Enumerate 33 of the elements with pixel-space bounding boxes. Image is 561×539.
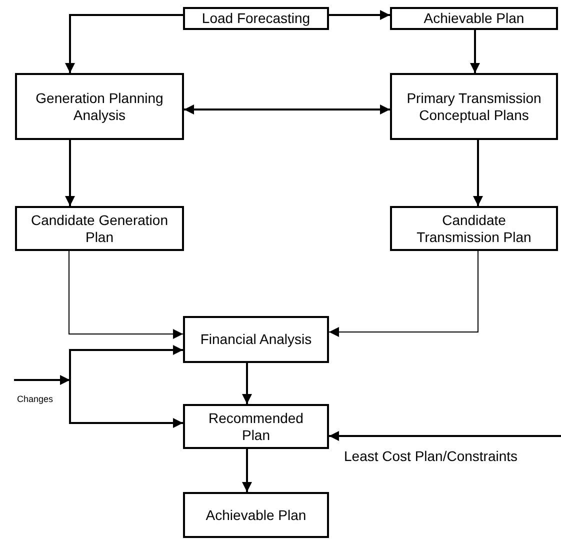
arrow bbox=[184, 104, 390, 114]
box-label: Recommended Plan bbox=[208, 410, 304, 444]
box-label: Load Forecasting bbox=[202, 10, 310, 27]
arrow bbox=[473, 140, 483, 206]
arrow bbox=[242, 449, 252, 492]
arrow bbox=[65, 14, 183, 73]
arrow bbox=[329, 431, 561, 441]
process-box bbox=[183, 492, 329, 538]
edge-label: Changes bbox=[17, 394, 54, 404]
box-label: Candidate Transmission Plan bbox=[416, 212, 532, 246]
process-box bbox=[183, 404, 329, 449]
arrow bbox=[329, 10, 390, 20]
box-label: Generation Planning Analysis bbox=[34, 90, 164, 124]
arrow bbox=[328, 250, 478, 337]
process-box bbox=[390, 73, 558, 140]
box-label: Candidate Generation Plan bbox=[31, 212, 168, 246]
process-box bbox=[390, 206, 558, 251]
arrow bbox=[14, 345, 183, 385]
arrow bbox=[242, 363, 252, 404]
arrow bbox=[65, 140, 75, 206]
process-box bbox=[183, 7, 329, 30]
arrow bbox=[69, 380, 183, 428]
process-box bbox=[390, 7, 558, 30]
process-box bbox=[183, 316, 329, 363]
box-label: Achievable Plan bbox=[206, 506, 306, 524]
process-box bbox=[15, 206, 184, 251]
arrow bbox=[68, 250, 184, 339]
edge-label: Least Cost Plan/Constraints bbox=[344, 448, 518, 464]
process-box bbox=[15, 73, 184, 140]
box-label: Financial Analysis bbox=[200, 331, 312, 348]
arrow bbox=[470, 30, 480, 73]
box-label: Achievable Plan bbox=[424, 10, 524, 27]
box-label: Primary Transmission Conceptual Plans bbox=[406, 90, 542, 124]
